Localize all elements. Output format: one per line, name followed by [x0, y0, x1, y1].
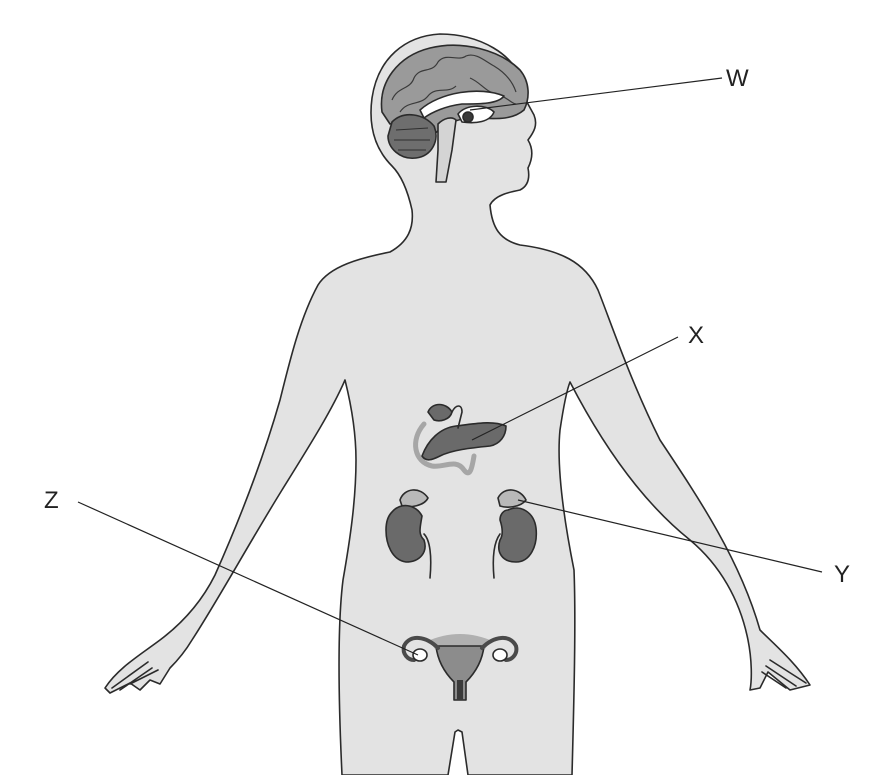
pituitary-gland	[462, 111, 474, 123]
right-ureter	[492, 533, 501, 579]
pancreas	[421, 422, 507, 461]
uterus	[435, 645, 485, 701]
label-x: X	[688, 322, 704, 349]
pancreas-group	[413, 403, 507, 476]
leader-y	[517, 499, 823, 573]
cerebellum-folds	[394, 127, 430, 151]
right-kidney	[498, 507, 538, 563]
brain	[380, 44, 529, 183]
leader-w	[469, 77, 723, 111]
right-ovary	[492, 648, 508, 662]
corpus-callosum	[419, 90, 505, 119]
right-fallopian-tube	[480, 636, 519, 662]
left-kidney-group	[385, 489, 432, 579]
duodenum	[413, 421, 477, 476]
leader-z	[77, 501, 419, 656]
left-kidney	[385, 504, 426, 563]
reproductive-group	[401, 634, 519, 701]
left-fallopian-tube	[401, 636, 440, 662]
cervical-canal	[457, 680, 463, 700]
brain-stem	[435, 117, 457, 183]
leader-x	[471, 336, 679, 441]
bile-duct	[451, 405, 463, 429]
label-w: W	[726, 65, 749, 92]
cerebellum	[387, 114, 437, 159]
right-hand-fingers	[761, 659, 807, 689]
right-kidney-group	[492, 489, 538, 579]
left-hand-fingers	[111, 661, 159, 691]
right-adrenal-gland	[497, 489, 527, 508]
left-ureter	[423, 533, 432, 579]
left-ovary	[412, 648, 428, 662]
label-y: Y	[834, 561, 850, 588]
label-z: Z	[44, 487, 59, 514]
